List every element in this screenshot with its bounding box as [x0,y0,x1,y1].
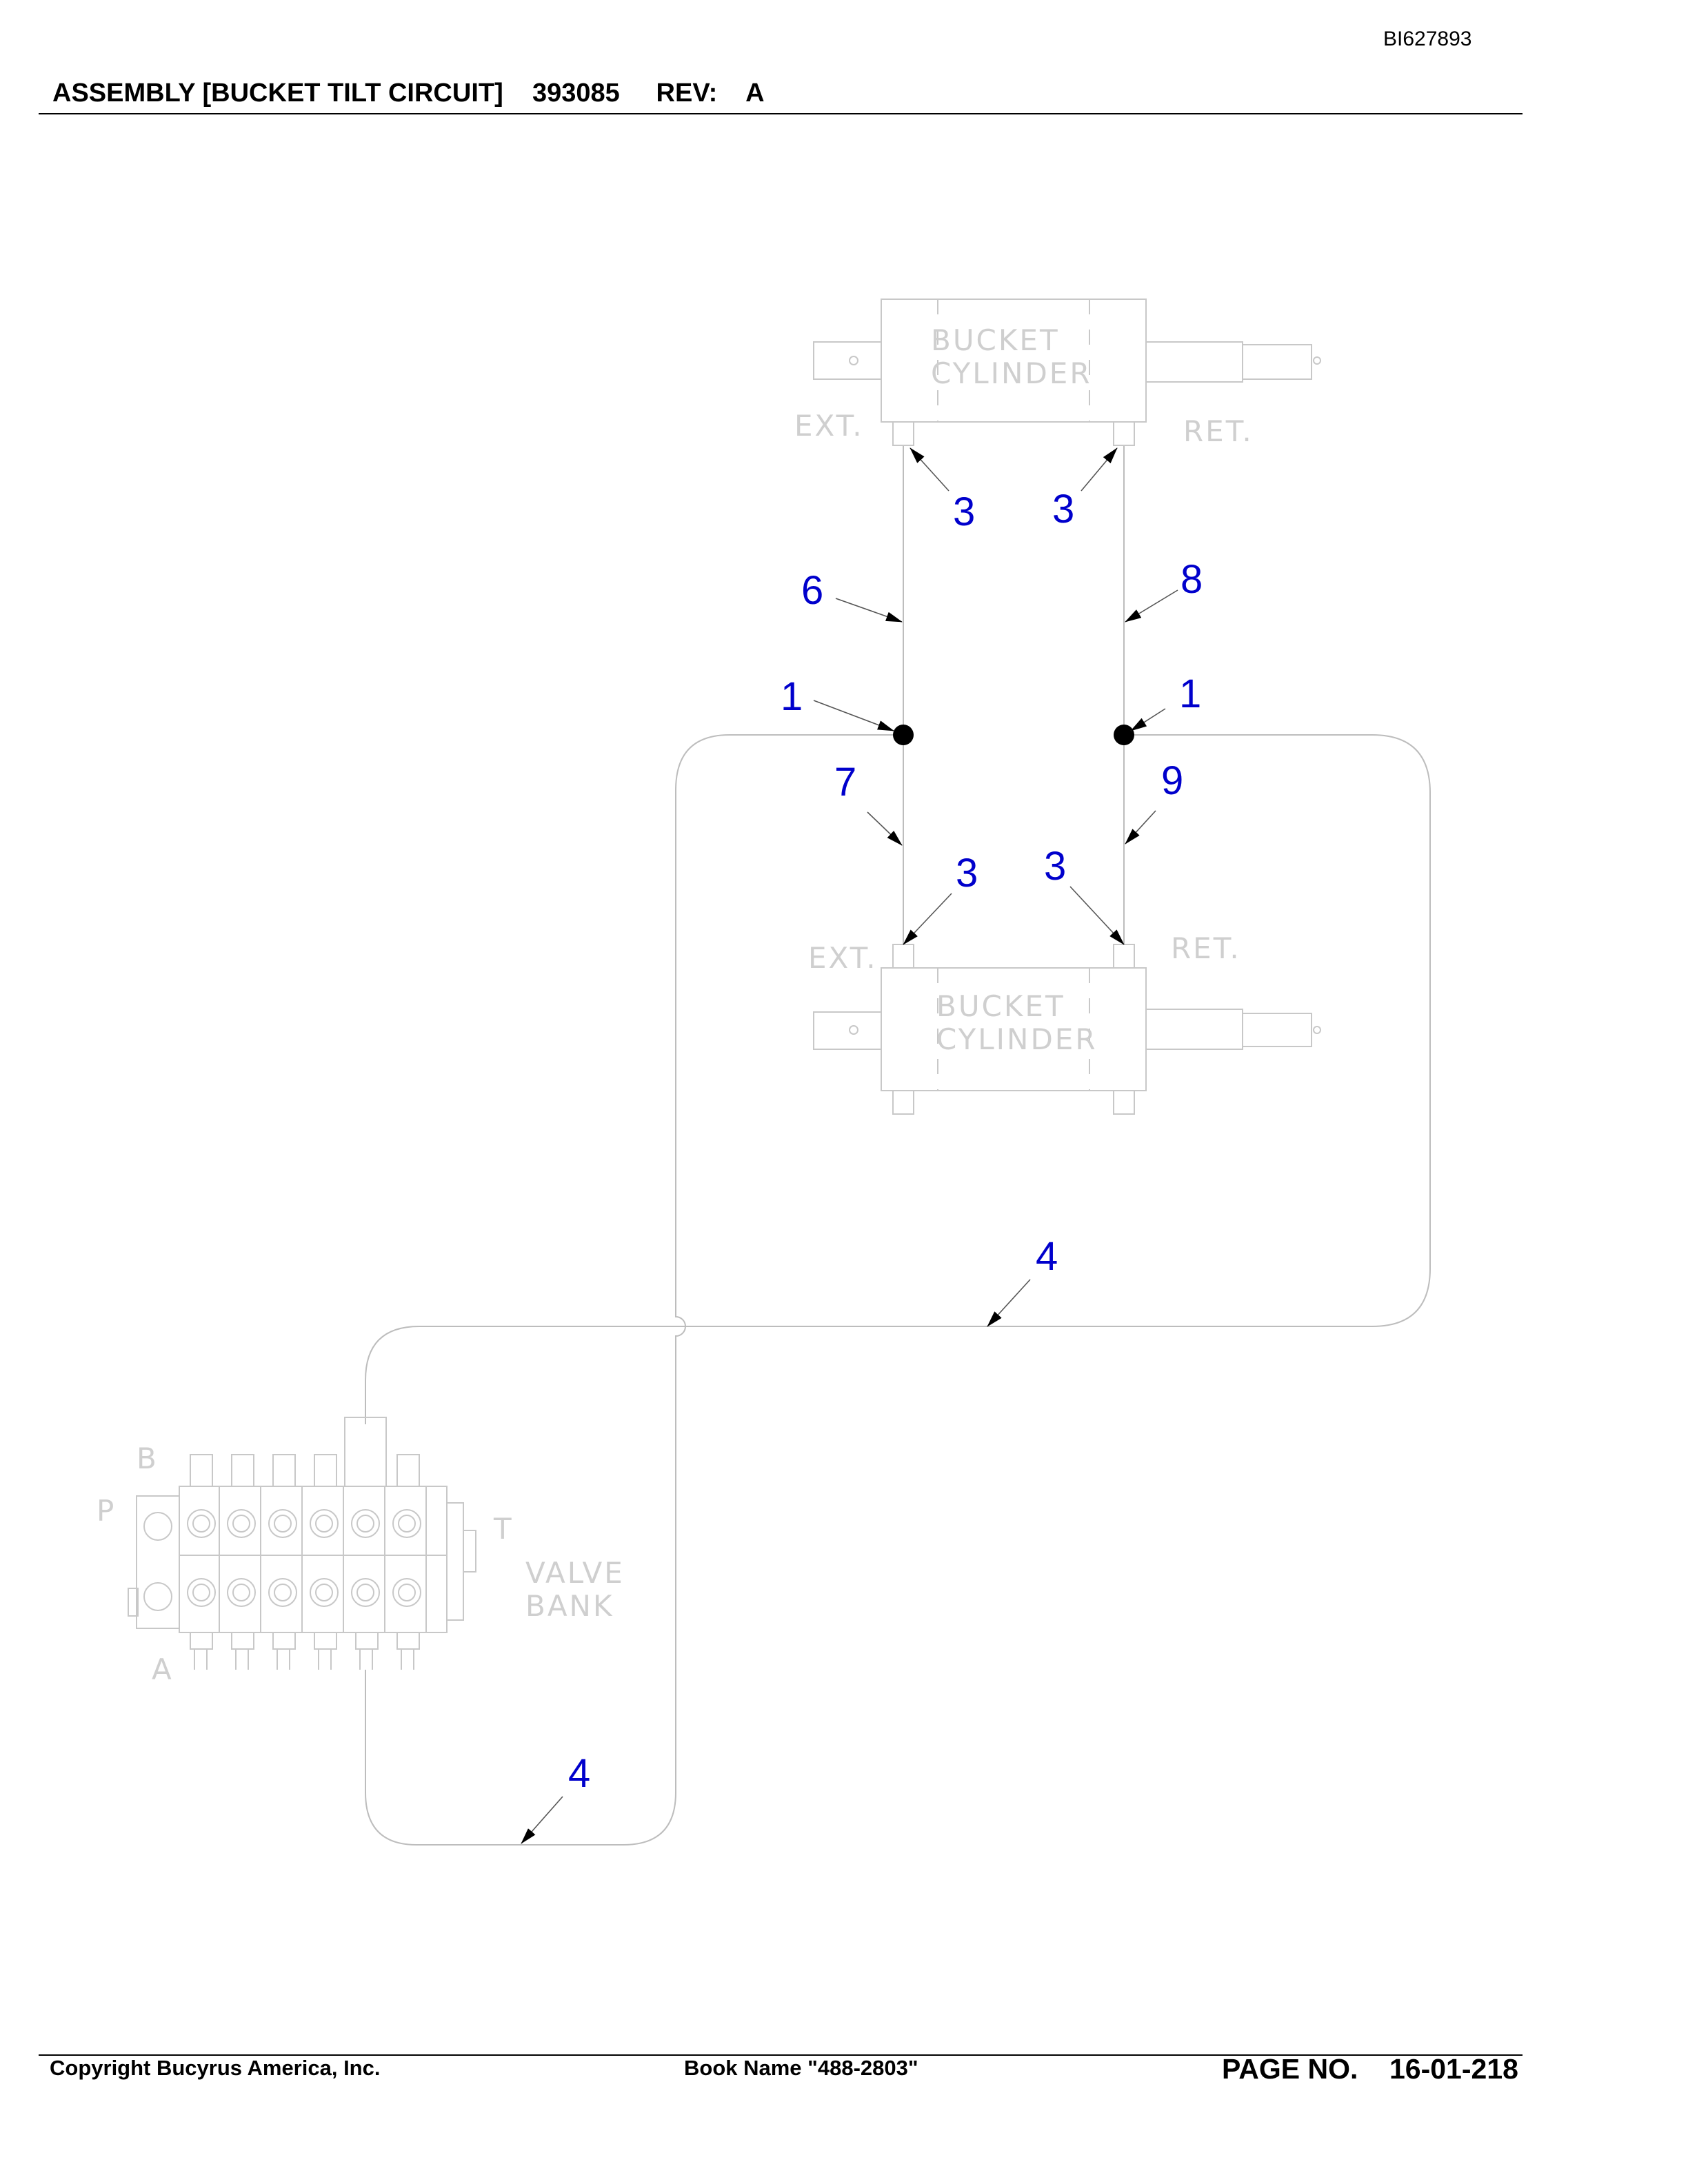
footer-rule [39,2054,1523,2056]
leader-3-a [910,447,950,492]
lower-cylinder-label-2: CYLINDER [936,1022,1098,1056]
lower-cylinder-label-1: BUCKET [936,989,1065,1023]
callout-1-right: 1 [1179,671,1201,716]
leader-3-c [903,893,952,945]
valve-bank-label-1: VALVE [525,1556,625,1590]
lower-cylinder-port-ext: EXT. [808,941,878,975]
hose-4-loop [365,734,903,1846]
footer-page-number: PAGE NO. 16-01-218 [1222,2053,1518,2085]
callout-3-b: 3 [1052,487,1074,532]
hose-4-return [365,734,1431,1424]
callout-4-lower: 4 [568,1751,590,1796]
leader-1-left [813,700,894,731]
callout-9: 9 [1161,758,1183,803]
upper-cylinder-label-1: BUCKET [931,323,1060,357]
leader-1-right [1130,708,1166,731]
callout-3-c: 3 [956,851,978,896]
leader-3-d [1069,886,1125,945]
tee-junction-right [1114,725,1134,745]
callout-1-left: 1 [781,674,803,719]
document-id: BI627893 [1383,28,1472,50]
upper-cylinder-port-ret: RET. [1183,414,1254,448]
tee-junction-left [893,725,914,745]
leader-4-upper [987,1279,1031,1327]
leader-9 [1125,810,1156,845]
callout-4-upper: 4 [1036,1234,1058,1279]
hydraulic-lines [365,445,1431,1846]
callout-3-d: 3 [1044,844,1066,889]
lower-cylinder-port-ret: RET. [1171,931,1241,965]
leader-7 [867,811,903,846]
leader-3-b [1081,447,1118,492]
callout-leaders [521,447,1178,1844]
upper-bucket-cylinder: BUCKET CYLINDER EXT. RET. [794,299,1321,448]
leader-8 [1125,589,1178,623]
upper-cylinder-port-ext: EXT. [794,409,864,443]
valve-bank: VALVE BANK B P A T [97,1417,625,1686]
valve-port-a: A [152,1652,174,1686]
upper-cylinder-label-2: CYLINDER [931,356,1092,390]
valve-bank-label-2: BANK [525,1589,614,1623]
callout-numbers: 3 3 6 8 1 1 7 9 3 3 4 4 [568,487,1203,1796]
lower-bucket-cylinder: BUCKET CYLINDER EXT. RET. [808,931,1321,1115]
footer-copyright: Copyright Bucyrus America, Inc. [50,2056,381,2080]
callout-8: 8 [1180,557,1203,602]
page-title: ASSEMBLY [BUCKET TILT CIRCUIT] 393085 RE… [52,79,765,108]
valve-port-t: T [493,1512,514,1546]
leader-6 [835,598,903,623]
header-rule [39,113,1523,114]
callout-3-a: 3 [953,489,975,534]
footer-book-name: Book Name "488-2803" [684,2056,918,2080]
callout-6: 6 [801,568,823,613]
callout-7: 7 [834,760,856,805]
valve-port-b: B [137,1442,159,1475]
valve-port-p: P [97,1494,116,1528]
leader-4-lower [521,1796,563,1844]
